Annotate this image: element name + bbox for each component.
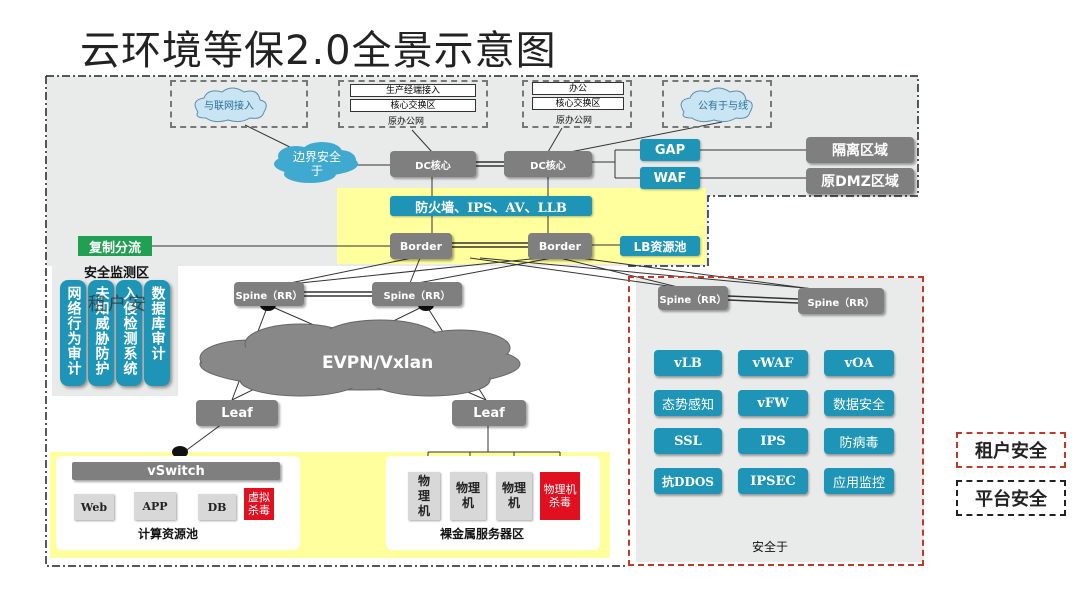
security-pool-label: 安全于 bbox=[752, 540, 789, 554]
mirror-box: 复制分流 bbox=[78, 236, 152, 256]
center-group-cell-1: 生产经端接入 bbox=[350, 84, 476, 97]
firewall-bar: 防火墙、IPS、AV、LLB bbox=[390, 196, 592, 216]
monitor-zone-title: 安全监测区 bbox=[84, 266, 150, 281]
physical-server-2: 物理机 bbox=[450, 472, 486, 520]
legend-tenant-label: 租户安全 bbox=[975, 441, 1047, 462]
spine-2: Spine（RR） bbox=[372, 282, 462, 306]
compute-pool-label: 计算资源池 bbox=[138, 527, 199, 541]
dmz-zone-box: 原DMZ区域 bbox=[806, 168, 914, 194]
security-pool-background bbox=[636, 278, 924, 562]
border-2: Border bbox=[528, 233, 592, 259]
service-anti-ddos: 抗DDOS bbox=[654, 468, 722, 494]
leaf-2: Leaf bbox=[452, 400, 526, 426]
legend-tenant: 租户安全 bbox=[956, 432, 1066, 468]
center-group-caption: 原办公网 bbox=[388, 117, 425, 127]
evpn-cloud-label: EVPN/Vxlan bbox=[322, 353, 434, 373]
border-security-cloud-label: 边界安全于 bbox=[292, 150, 341, 178]
security-spine-2: Spine（RR） bbox=[798, 288, 884, 314]
lb-pool-box: LB资源池 bbox=[620, 236, 700, 256]
service-data-security: 数据安全 bbox=[824, 390, 894, 416]
gap-box: GAP bbox=[640, 139, 700, 161]
center-office-group bbox=[338, 80, 488, 128]
right-office-group bbox=[522, 80, 632, 128]
service-app-monitor: 应用监控 bbox=[824, 468, 894, 494]
leaf-1: Leaf bbox=[196, 400, 278, 426]
center-group-cell-2: 核心交换区 bbox=[350, 99, 476, 112]
right-group-cell-1: 办公 bbox=[532, 82, 624, 95]
service-ssl: SSL bbox=[654, 428, 722, 454]
border-1: Border bbox=[390, 233, 452, 259]
vm-app: APP bbox=[134, 492, 176, 520]
service-vwaf: vWAF bbox=[738, 350, 808, 376]
baremetal-label: 裸金属服务器区 bbox=[440, 527, 525, 541]
vm-web: Web bbox=[74, 494, 114, 520]
security-spine-1: Spine（RR） bbox=[658, 286, 728, 310]
internet-left-label: 与联网接入 bbox=[204, 101, 254, 112]
legend-platform-label: 平台安全 bbox=[975, 489, 1047, 510]
spine-1: Spine（RR） bbox=[234, 282, 304, 306]
monitor-column-4: 数据库审计 bbox=[144, 280, 170, 386]
page-title: 云环境等保2.0全景示意图 bbox=[80, 28, 557, 74]
tenant-security-outline bbox=[628, 276, 924, 566]
physical-antivirus: 物理机杀毒 bbox=[540, 472, 580, 520]
service-antivirus: 防病毒 bbox=[824, 428, 894, 454]
right-group-cell-2: 核心交换区 bbox=[532, 97, 624, 110]
internet-right-label: 公有于与线 bbox=[698, 101, 748, 112]
monitor-overlay-text: 租户安 bbox=[88, 294, 148, 315]
internet-right-group bbox=[662, 80, 772, 128]
physical-server-3: 物理机 bbox=[496, 472, 532, 520]
service-vfw: vFW bbox=[738, 390, 808, 416]
isolated-zone-box: 隔离区域 bbox=[806, 137, 914, 163]
dc-core-1: DC核心 bbox=[390, 151, 476, 177]
vm-db: DB bbox=[198, 494, 236, 520]
service-voa: vOA bbox=[824, 350, 894, 376]
vswitch-bar: vSwitch bbox=[72, 462, 280, 480]
service-vlb: vLB bbox=[654, 350, 722, 376]
right-group-caption: 原办公网 bbox=[556, 116, 593, 126]
service-situation-awareness: 态势感知 bbox=[654, 390, 722, 416]
monitor-column-2: 未知威胁防护 bbox=[88, 280, 114, 386]
service-ipsec: IPSEC bbox=[738, 468, 808, 494]
monitor-column-3: 入侵检测系统 bbox=[116, 280, 142, 386]
legend-platform: 平台安全 bbox=[956, 480, 1066, 516]
internet-left-group bbox=[170, 80, 308, 128]
monitor-column-1: 网络行为审计 bbox=[60, 280, 86, 386]
dc-core-2: DC核心 bbox=[504, 151, 592, 177]
waf-box: WAF bbox=[640, 167, 700, 189]
service-ips: IPS bbox=[738, 428, 808, 454]
physical-server-1: 物理机 bbox=[408, 472, 440, 520]
virtual-antivirus: 虚拟杀毒 bbox=[244, 488, 274, 520]
